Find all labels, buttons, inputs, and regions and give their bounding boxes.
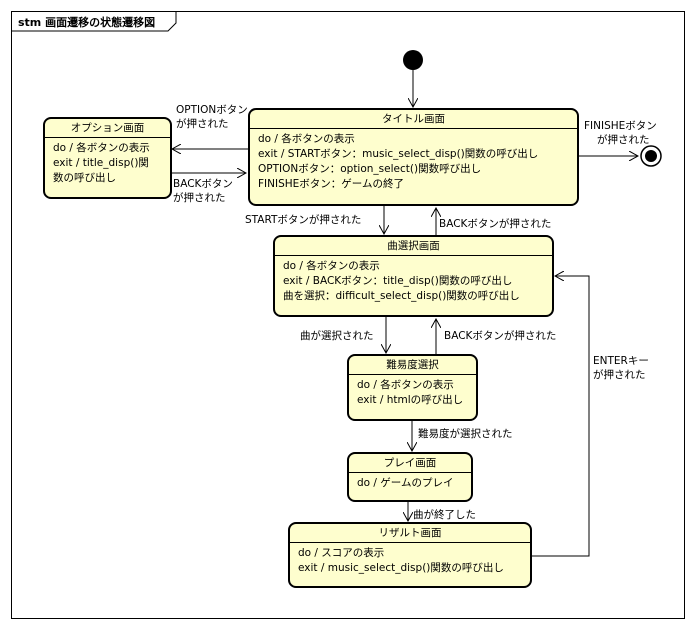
label-enter-pressed-line: ENTERキー [593,355,649,367]
label-back-to-music: BACKボタンが押された [444,330,557,342]
label-back-from-option-line: BACKボタン [173,178,233,190]
label-difficulty-selected: 難易度が選択された [418,428,513,440]
label-option-pressed-line: OPTIONボタン [176,104,248,116]
edge-result-to-music-select [532,276,590,557]
label-option-pressed-line: が押された [176,118,229,130]
state-title-name: タイトル画面 [250,110,577,129]
state-title-line: FINISHEボタン：ゲームの終了 [258,178,404,190]
label-finishe-pressed-line: が押された [597,134,650,146]
state-music-select-name: 曲選択画面 [275,237,552,256]
initial-state [403,50,423,70]
frame-tab-outline [11,11,177,32]
state-music-select-line: do / 各ボタンの表示 [283,260,380,272]
state-difficulty-line: exit / htmlの呼び出し [357,394,464,406]
diagram-frame [11,11,685,619]
state-difficulty: 難易度選択 do / 各ボタンの表示 exit / htmlの呼び出し [347,354,478,421]
label-song-finished: 曲が終了した [413,509,476,521]
state-title: タイトル画面 do / 各ボタンの表示 exit / STARTボタン：musi… [248,108,579,206]
label-back-from-option-line: が押された [173,192,226,204]
state-result-name: リザルト画面 [290,524,530,543]
label-finishe-pressed-line: FINISHEボタン [584,120,657,132]
final-state-inner [645,150,657,162]
state-music-select-line: 曲を選択：difficult_select_disp()関数の呼び出し [283,290,520,302]
state-play-line: do / ゲームのプレイ [357,477,454,489]
label-back-to-title: BACKボタンが押された [439,218,552,230]
state-title-line: exit / STARTボタン：music_select_disp()関数の呼び… [258,148,539,160]
label-start-pressed: STARTボタンが押された [245,214,362,226]
state-play: プレイ画面 do / ゲームのプレイ [347,452,473,502]
state-title-line: OPTIONボタン：option_select()関数呼び出し [258,163,482,175]
state-difficulty-name: 難易度選択 [349,356,476,375]
state-play-name: プレイ画面 [349,454,471,473]
state-option: オプション画面 do / 各ボタンの表示 exit / title_disp()… [43,117,172,199]
label-enter-pressed-line: が押された [593,369,646,381]
state-difficulty-line: do / 各ボタンの表示 [357,379,454,391]
label-enter-pressed: ENTERキー が押された [593,354,649,382]
label-back-from-option: BACKボタン が押された [173,177,233,205]
state-option-line: exit / title_disp()関 [53,157,149,169]
state-result-line: do / スコアの表示 [298,547,385,559]
state-option-line: do / 各ボタンの表示 [53,142,150,154]
label-option-pressed: OPTIONボタン が押された [176,103,248,131]
state-result-line: exit / music_select_disp()関数の呼び出し [298,562,504,574]
label-song-selected: 曲が選択された [300,330,374,342]
state-option-line: 数の呼び出し [53,172,116,184]
state-option-name: オプション画面 [45,119,170,138]
state-music-select: 曲選択画面 do / 各ボタンの表示 exit / BACKボタン：title_… [273,235,554,317]
diagram-title: stm 画面遷移の状態遷移図 [18,16,156,29]
state-result: リザルト画面 do / スコアの表示 exit / music_select_d… [288,522,532,588]
label-finishe-pressed: FINISHEボタン が押された [584,119,657,147]
state-title-line: do / 各ボタンの表示 [258,133,355,145]
state-music-select-line: exit / BACKボタン：title_disp()関数の呼び出し [283,275,513,287]
